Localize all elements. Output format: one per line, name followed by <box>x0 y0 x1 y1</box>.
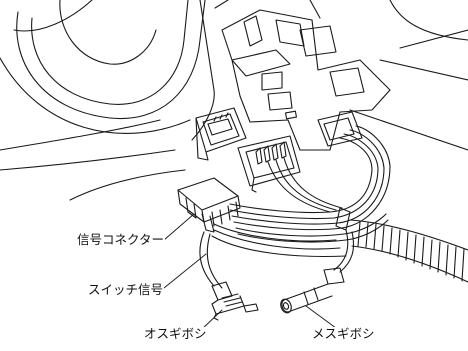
switch-signal-label: スイッチ信号 <box>87 282 165 297</box>
head-unit-bracket <box>221 9 391 151</box>
dashboard-panel <box>0 0 468 201</box>
corrugated-tube <box>349 219 468 283</box>
upper-connector <box>317 111 363 147</box>
leader-female-plug <box>305 305 341 332</box>
wire-harness <box>229 125 391 243</box>
leader-switch-signal <box>163 253 207 289</box>
socket-center <box>237 135 301 193</box>
male-plug-label: オスギボシ <box>143 326 208 341</box>
signal-connector-body <box>177 177 241 233</box>
male-plug-illustration <box>211 281 259 321</box>
leader-signal-connector <box>163 213 195 241</box>
female-plug-label: メスギボシ <box>311 326 376 341</box>
socket-left <box>195 107 247 161</box>
signal-connector-label: 信号コネクター <box>76 232 166 247</box>
signal-wires <box>199 223 355 289</box>
female-plug-illustration <box>280 267 345 314</box>
